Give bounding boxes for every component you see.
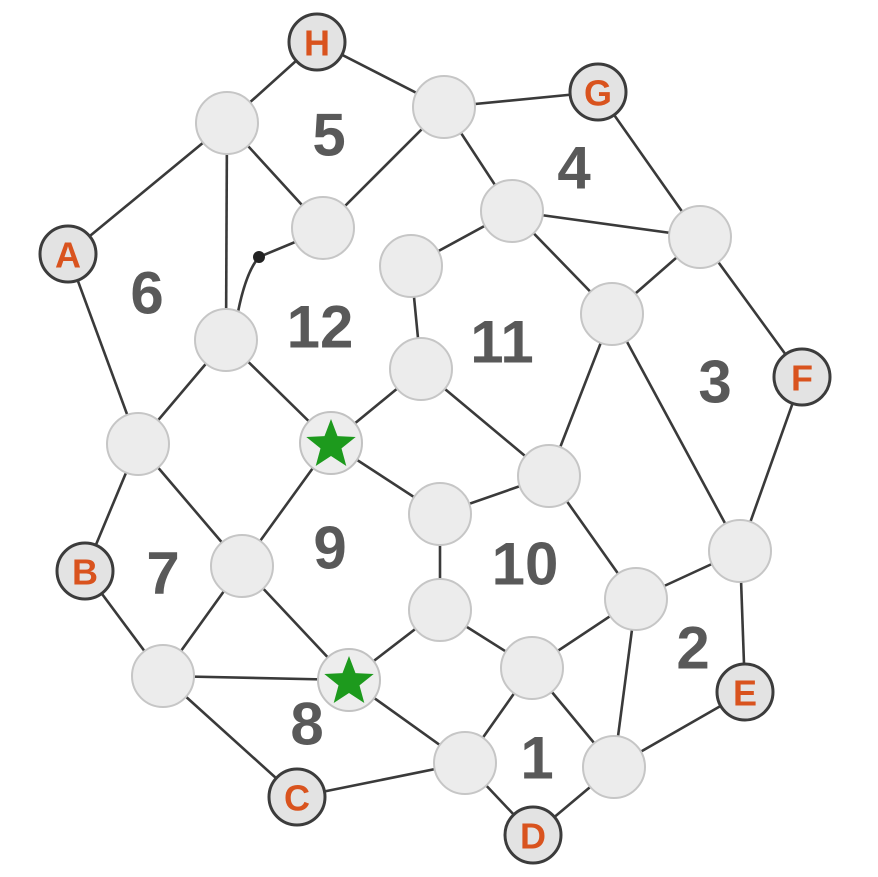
node-n19 (433, 731, 497, 795)
node-n20 (582, 735, 646, 799)
region-label-6: 6 (130, 260, 163, 327)
letter-node-H: H (287, 12, 347, 72)
star-node-S1 (299, 411, 363, 475)
letter-node-circle (568, 62, 628, 122)
letter-node-circle (287, 12, 347, 72)
node-n12 (408, 482, 472, 546)
edge-n7-n13 (610, 313, 742, 552)
node-n11 (517, 444, 581, 508)
region-label-3: 3 (698, 349, 731, 416)
letter-node-label: G (584, 73, 612, 114)
node-n1 (195, 91, 259, 155)
letter-node-label: B (72, 552, 98, 593)
letter-node-C: C (267, 767, 327, 827)
star-icon (306, 419, 356, 466)
node-n4 (291, 196, 355, 260)
letter-nodes: H G A F B E C D (38, 12, 832, 865)
node-n8 (194, 308, 258, 372)
letter-node-label: C (284, 778, 310, 819)
node-n2 (412, 75, 476, 139)
node-n7 (580, 282, 644, 346)
region-label-1: 1 (520, 725, 553, 792)
node-n9 (389, 337, 453, 401)
node-n16 (408, 578, 472, 642)
star-node-S2 (317, 648, 381, 712)
letter-node-circle (38, 224, 98, 284)
letter-node-label: H (304, 23, 330, 64)
star-nodes (299, 411, 381, 712)
graph-edges (66, 40, 804, 836)
region-label-11: 11 (470, 309, 533, 376)
letter-node-label: D (520, 816, 546, 857)
node-n5 (379, 234, 443, 298)
letter-node-G: G (568, 62, 628, 122)
edge-n1-A (67, 121, 228, 256)
node-n15 (604, 567, 668, 631)
letter-node-circle (503, 805, 563, 865)
region-label-7: 7 (146, 540, 179, 607)
node-n3 (480, 179, 544, 243)
region-label-9: 9 (313, 515, 346, 582)
letter-node-circle (715, 662, 775, 722)
letter-node-circle (267, 767, 327, 827)
letter-node-E: E (715, 662, 775, 722)
region-labels: 5 4 6 12 11 3 9 7 10 2 8 1 (130, 102, 731, 792)
region-label-12: 12 (287, 294, 354, 361)
letter-node-F: F (772, 347, 832, 407)
node-n13 (708, 519, 772, 583)
star-icon (324, 656, 374, 703)
junction-dot (253, 251, 265, 263)
letter-node-label: E (733, 673, 757, 714)
letter-node-B: B (55, 541, 115, 601)
edge-n1-n8 (224, 122, 229, 341)
node-n6 (668, 205, 732, 269)
letter-node-circle (55, 541, 115, 601)
letter-node-A: A (38, 224, 98, 284)
region-label-4: 4 (557, 135, 591, 202)
plain-nodes (106, 75, 772, 799)
node-n17 (131, 644, 195, 708)
letter-node-label: F (791, 358, 813, 399)
node-n18 (500, 636, 564, 700)
node-n10 (106, 412, 170, 476)
letter-node-circle (772, 347, 832, 407)
region-label-5: 5 (312, 102, 345, 169)
edge-A-n10 (66, 253, 140, 445)
letter-node-label: A (55, 235, 81, 276)
region-label-10: 10 (492, 531, 559, 598)
region-label-2: 2 (676, 615, 709, 682)
letter-node-D: D (503, 805, 563, 865)
node-n14 (210, 534, 274, 598)
region-label-8: 8 (290, 691, 323, 758)
